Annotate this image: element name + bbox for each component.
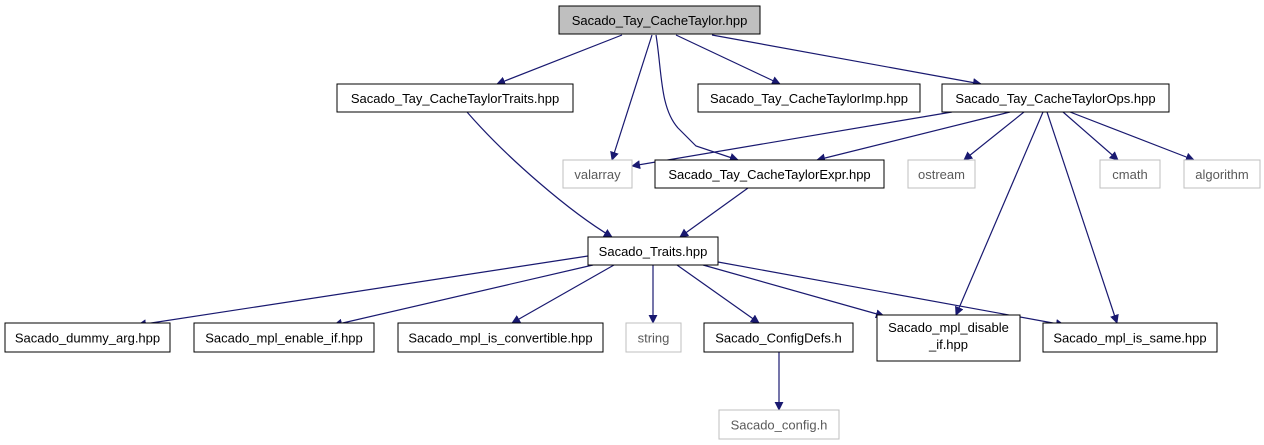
edge-n9-n14 xyxy=(676,264,760,324)
edge-n3-n16 xyxy=(1046,111,1119,324)
node-label: Sacado_mpl_disable xyxy=(888,320,1009,335)
edge-n0-n2 xyxy=(675,34,781,85)
node-box xyxy=(697,83,921,113)
node-label: _if.hpp xyxy=(928,337,968,352)
edge-n0-n3 xyxy=(711,34,982,87)
edge-n3-n8 xyxy=(1069,111,1195,162)
edges-layer xyxy=(137,34,1195,411)
node-label: Sacado_config.h xyxy=(731,418,828,433)
node-n13: string xyxy=(625,322,682,353)
node-n3[interactable]: Sacado_Tay_CacheTaylorOps.hpp xyxy=(941,83,1170,113)
node-box xyxy=(907,159,976,189)
node-n4: valarray xyxy=(562,159,633,189)
node-n12[interactable]: Sacado_mpl_is_convertible.hpp xyxy=(397,322,604,353)
node-label: Sacado_Tay_CacheTaylorOps.hpp xyxy=(955,91,1155,106)
node-n9[interactable]: Sacado_Traits.hpp xyxy=(587,236,719,266)
node-box xyxy=(1183,159,1261,189)
edge-n1-n9 xyxy=(466,111,613,238)
node-box xyxy=(941,83,1170,113)
node-box xyxy=(397,322,604,353)
edge-n0-n5 xyxy=(655,34,739,162)
node-label: Sacado_Tay_CacheTaylorImp.hpp xyxy=(710,91,908,106)
node-label: Sacado_mpl_is_convertible.hpp xyxy=(408,331,592,346)
node-box xyxy=(336,83,574,113)
edge-n3-n15 xyxy=(955,111,1044,316)
node-label: Sacado_Tay_CacheTaylorTraits.hpp xyxy=(351,91,559,106)
node-box xyxy=(625,322,682,353)
edge-n3-n6 xyxy=(963,111,1025,161)
node-label: Sacado_Traits.hpp xyxy=(599,244,708,259)
edge-n0-n4 xyxy=(610,34,653,161)
edge-n0-n1 xyxy=(496,34,623,86)
node-box xyxy=(562,159,633,189)
node-label: Sacado_dummy_arg.hpp xyxy=(15,331,160,346)
edge-n3-n4 xyxy=(631,111,953,170)
node-n5[interactable]: Sacado_Tay_CacheTaylorExpr.hpp xyxy=(654,159,885,189)
edge-n3-n7 xyxy=(1062,111,1119,161)
edge-n9-n12 xyxy=(511,264,615,324)
node-n8: algorithm xyxy=(1183,159,1261,189)
node-box xyxy=(718,409,840,440)
node-n6: ostream xyxy=(907,159,976,189)
node-box xyxy=(587,236,719,266)
node-label: Sacado_mpl_is_same.hpp xyxy=(1053,331,1206,346)
edge-n9-n15 xyxy=(702,264,885,319)
node-box xyxy=(876,314,1021,362)
node-box xyxy=(1042,322,1218,353)
node-label: valarray xyxy=(574,167,621,182)
edge-n9-n10 xyxy=(137,255,589,329)
node-box xyxy=(1099,159,1161,189)
node-box xyxy=(193,322,375,353)
node-label: ostream xyxy=(918,167,965,182)
node-n1[interactable]: Sacado_Tay_CacheTaylorTraits.hpp xyxy=(336,83,574,113)
node-label: Sacado_Tay_CacheTaylor.hpp xyxy=(572,13,748,28)
node-label: Sacado_Tay_CacheTaylorExpr.hpp xyxy=(668,167,870,182)
node-box xyxy=(703,322,854,353)
node-n11[interactable]: Sacado_mpl_enable_if.hpp xyxy=(193,322,375,353)
node-label: Sacado_mpl_enable_if.hpp xyxy=(205,331,363,346)
edge-n9-n11 xyxy=(333,264,594,328)
node-box xyxy=(654,159,885,189)
node-n16[interactable]: Sacado_mpl_is_same.hpp xyxy=(1042,322,1218,353)
node-n2[interactable]: Sacado_Tay_CacheTaylorImp.hpp xyxy=(697,83,921,113)
node-label: Sacado_ConfigDefs.h xyxy=(715,331,841,346)
node-n14[interactable]: Sacado_ConfigDefs.h xyxy=(703,322,854,353)
node-box xyxy=(4,322,171,353)
edge-n3-n5 xyxy=(816,111,1011,163)
node-n15[interactable]: Sacado_mpl_disable _if.hpp xyxy=(876,314,1021,362)
node-n7: cmath xyxy=(1099,159,1161,189)
node-label: cmath xyxy=(1112,167,1147,182)
nodes-layer: Sacado_Tay_CacheTaylor.hppSacado_Tay_Cac… xyxy=(4,5,1261,440)
node-n17: Sacado_config.h xyxy=(718,409,840,440)
node-box xyxy=(558,5,761,35)
node-n10[interactable]: Sacado_dummy_arg.hpp xyxy=(4,322,171,353)
node-n0[interactable]: Sacado_Tay_CacheTaylor.hpp xyxy=(558,5,761,35)
node-label: string xyxy=(638,331,670,346)
edge-n5-n9 xyxy=(679,187,749,238)
node-label: algorithm xyxy=(1195,167,1248,182)
